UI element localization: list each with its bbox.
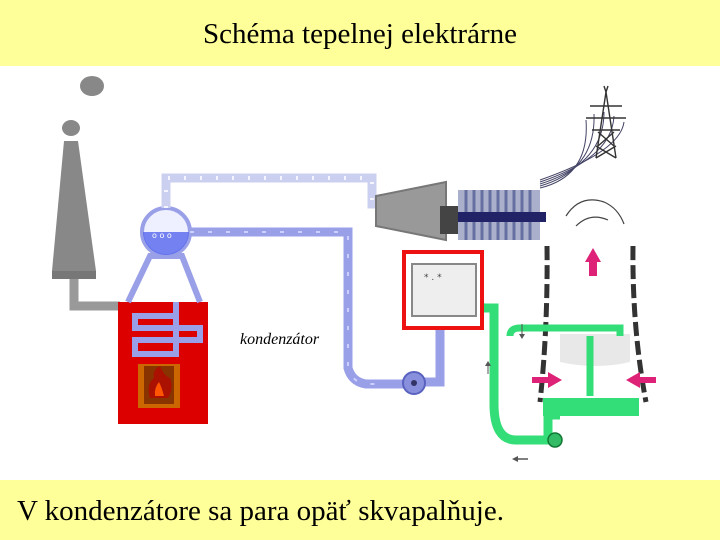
caption-bar: V kondenzátore sa para opäť skvapalňuje. bbox=[0, 480, 720, 540]
diagram-svg: o o o bbox=[52, 76, 656, 462]
power-pylon-icon bbox=[586, 85, 626, 159]
pump-icon bbox=[402, 371, 426, 395]
chimney-icon bbox=[52, 141, 120, 311]
slide-title: Schéma tepelnej elektrárne bbox=[202, 18, 517, 50]
slide-caption: V kondenzátore sa para opäť skvapalňuje. bbox=[17, 495, 504, 527]
steam-pipe bbox=[161, 173, 378, 209]
arrow-icon bbox=[485, 248, 656, 462]
condenser-label: kondenzátor bbox=[240, 331, 320, 348]
power-lines bbox=[539, 111, 625, 189]
condenser-icon: * . * bbox=[402, 250, 484, 330]
smoke-icon bbox=[62, 76, 104, 136]
cooling-pump-icon bbox=[547, 432, 563, 448]
steam-drum-icon: o o o bbox=[140, 206, 192, 258]
cooling-tower-icon bbox=[537, 199, 649, 416]
title-bar: Schéma tepelnej elektrárne bbox=[0, 0, 720, 66]
svg-text:o o o: o o o bbox=[152, 231, 172, 240]
return-pipe bbox=[190, 227, 406, 389]
svg-text:* . *: * . * bbox=[424, 273, 442, 283]
power-plant-diagram: o o o bbox=[0, 66, 720, 480]
fire-icon bbox=[138, 364, 180, 408]
generator-icon bbox=[458, 190, 546, 240]
